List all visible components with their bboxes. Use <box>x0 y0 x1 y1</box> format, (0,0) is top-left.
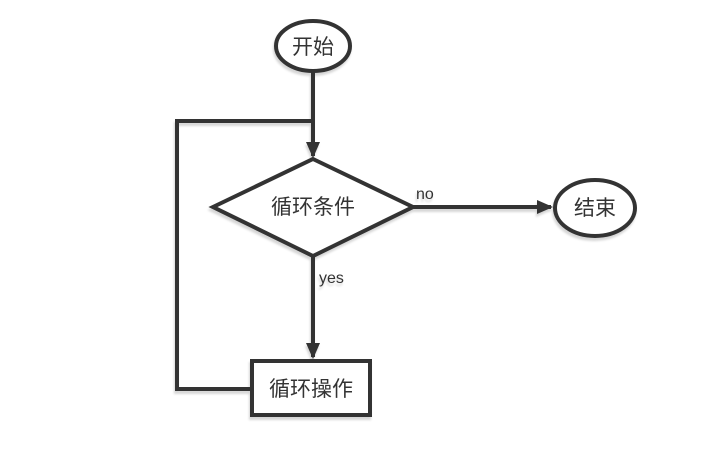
condition-label: 循环条件 <box>271 196 355 219</box>
edge-label-yes: yes <box>319 270 344 287</box>
node-condition: 循环条件 <box>208 156 418 259</box>
node-operation: 循环操作 <box>250 359 372 417</box>
end-label: 结束 <box>574 197 616 220</box>
edge-condition-to-end: no <box>413 186 553 214</box>
node-end: 结束 <box>553 178 637 238</box>
end-ellipse <box>553 178 637 238</box>
node-start: 开始 <box>274 19 352 73</box>
edge-operation-to-condition-line <box>175 119 313 391</box>
start-ellipse <box>274 19 352 73</box>
flowchart: no yes 开始 循环条件 结束 <box>175 19 637 417</box>
edge-label-no: no <box>416 186 434 203</box>
edge-condition-to-operation: yes <box>306 256 344 359</box>
condition-diamond <box>208 156 418 259</box>
edge-operation-to-condition <box>175 119 313 391</box>
start-label: 开始 <box>292 36 334 59</box>
operation-label: 循环操作 <box>269 378 353 401</box>
operation-rectangle <box>250 359 372 417</box>
